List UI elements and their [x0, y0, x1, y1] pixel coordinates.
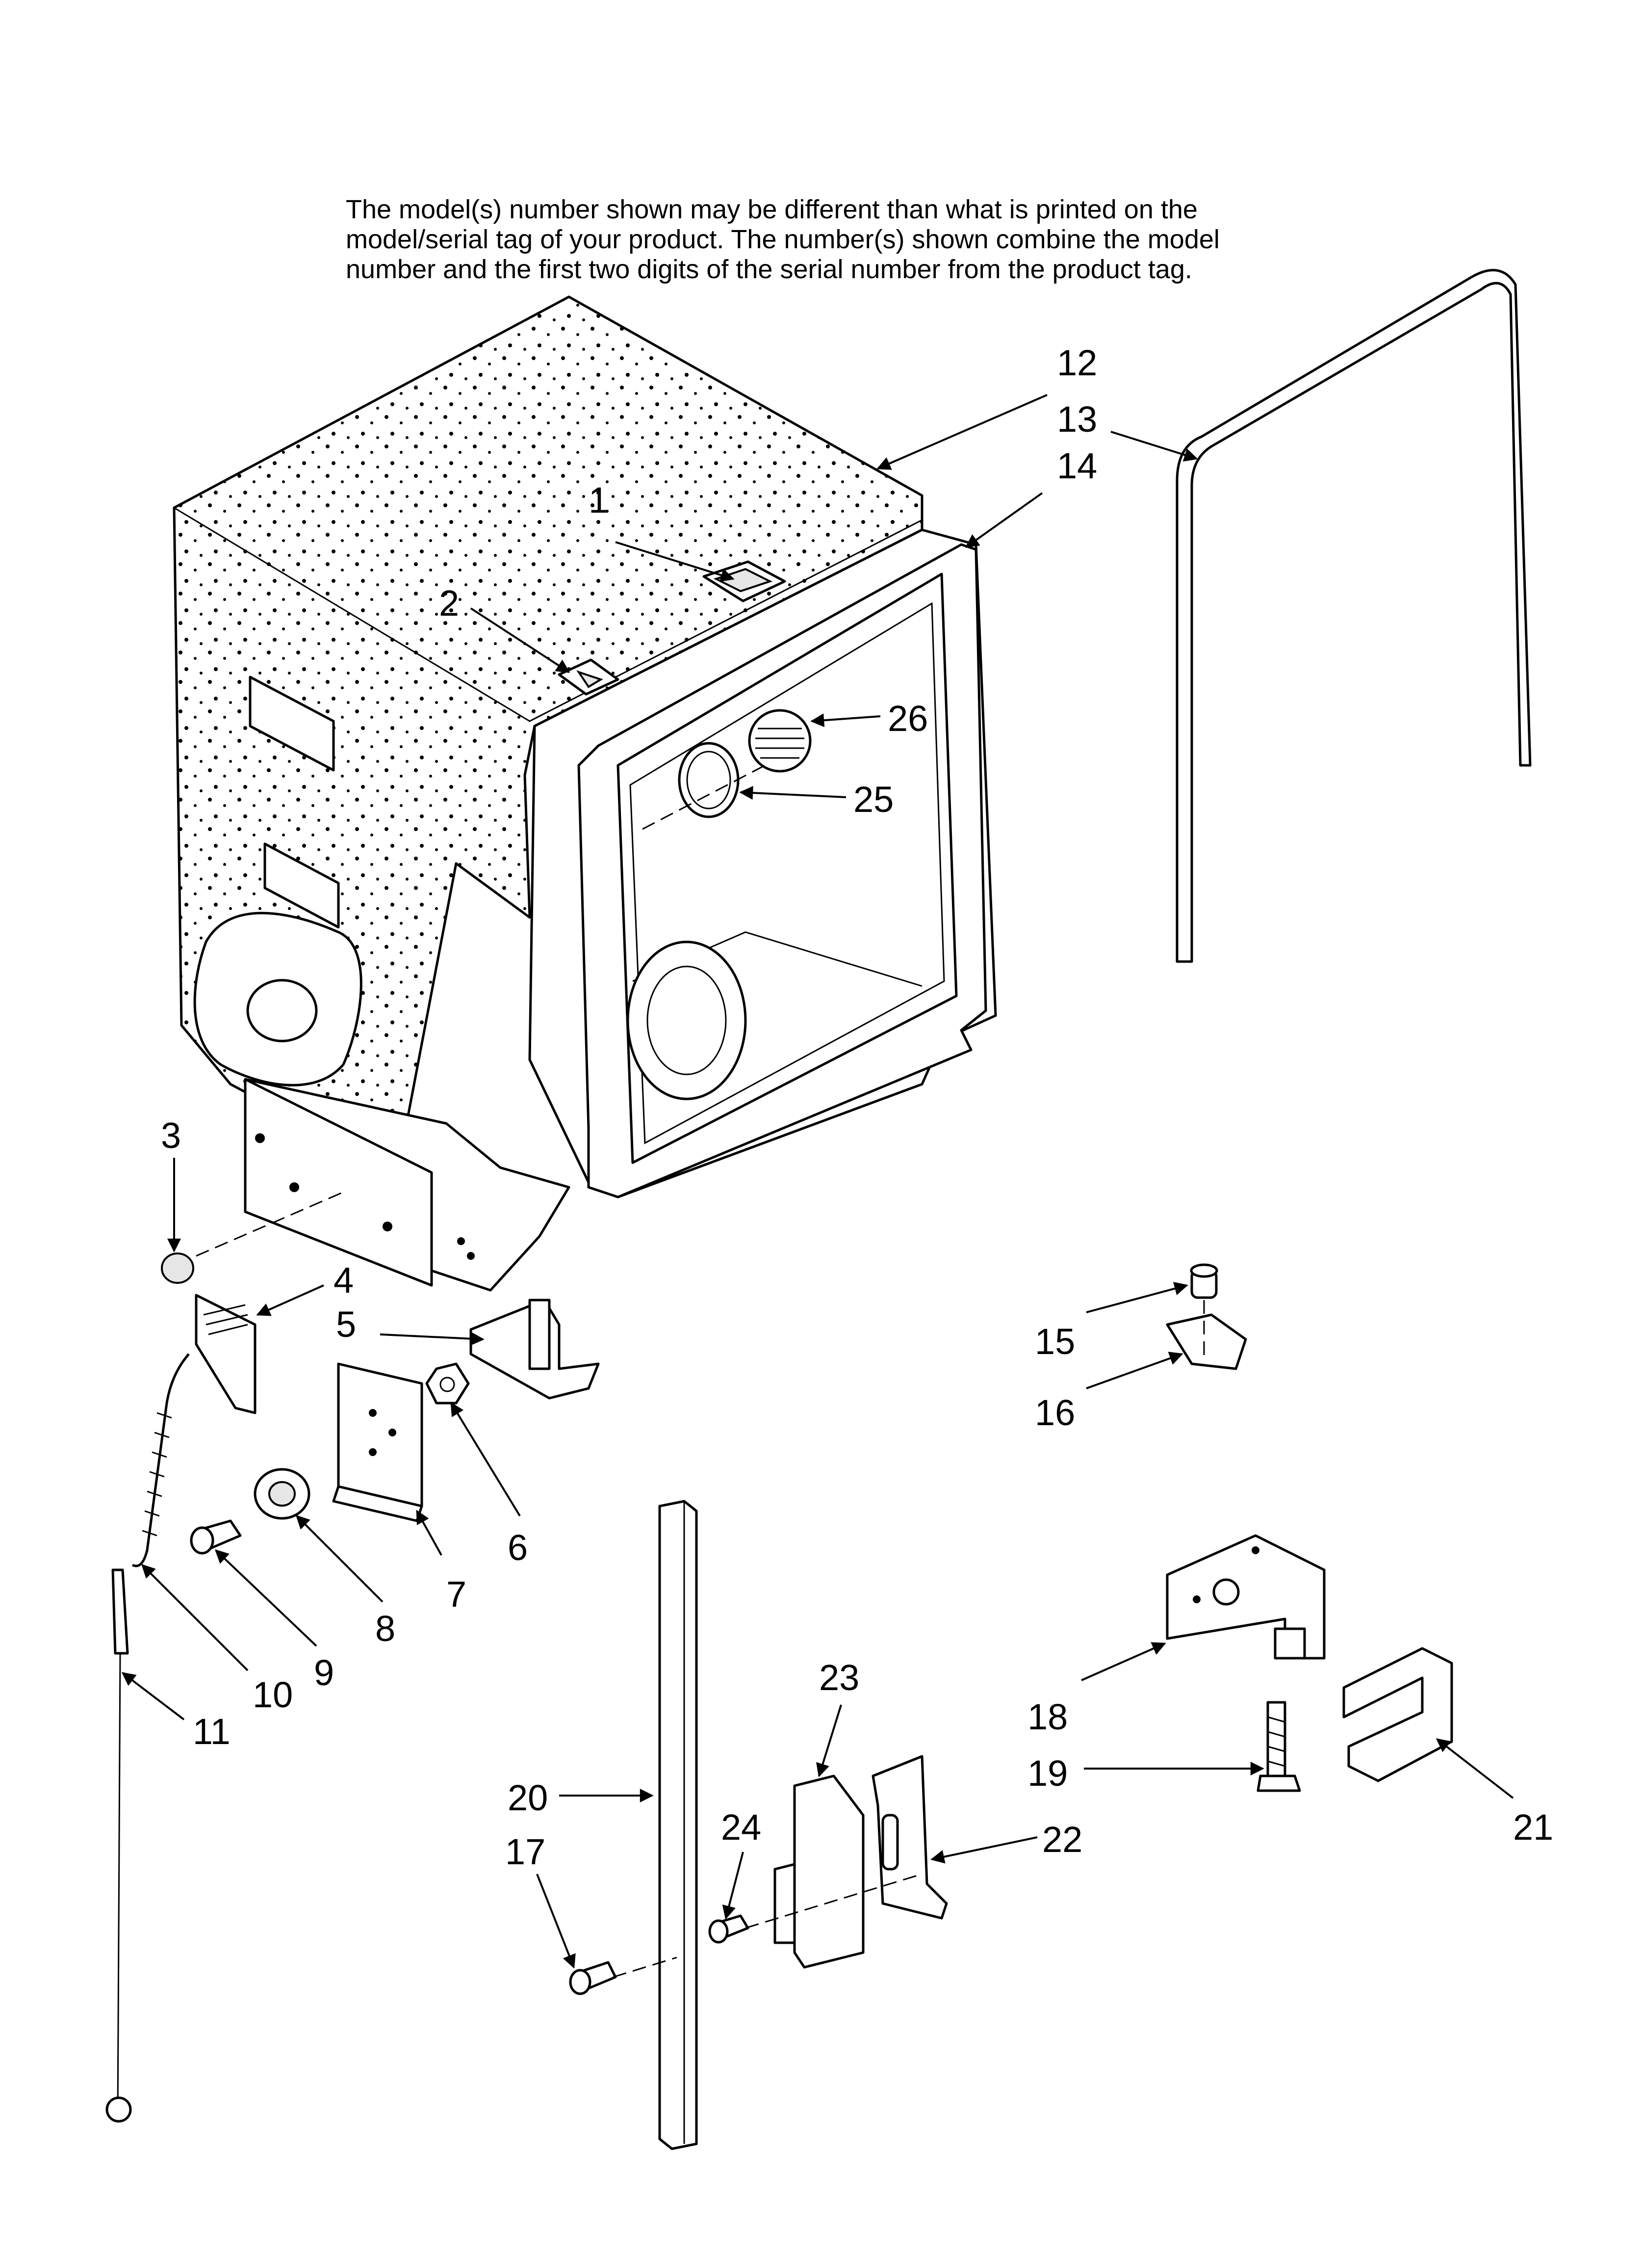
leader-lines: [121, 394, 1514, 1969]
callout-16: 16: [1035, 1392, 1075, 1433]
leader-15: [1086, 1282, 1188, 1313]
vent-grille: [748, 709, 812, 773]
plug: [161, 1252, 194, 1284]
callout-labels: 1 2 3 4 5 6 7 8 9 10 11 12 13 14 15 16 1…: [161, 342, 1553, 1872]
door-gasket: [1176, 269, 1532, 963]
callout-9: 9: [314, 1652, 334, 1693]
door-spring-assembly: [105, 1294, 257, 2123]
channel-bracket: [1342, 1647, 1453, 1782]
notice-line-3: number and the first two digits of the s…: [346, 255, 1192, 284]
callout-14: 14: [1057, 445, 1097, 486]
insulation-blanket: [173, 295, 924, 1174]
spring-link: [111, 1568, 129, 1655]
callout-19: 19: [1027, 1753, 1068, 1794]
callout-25: 25: [853, 779, 894, 820]
notice-line-1: The model(s) number shown may be differe…: [346, 195, 1198, 224]
leader-18: [1081, 1642, 1166, 1681]
callout-6: 6: [508, 1527, 528, 1568]
callout-13: 13: [1057, 399, 1097, 440]
leader-6: [450, 1402, 521, 1517]
bumper-clip: [1166, 1313, 1247, 1370]
leader-2: [470, 607, 570, 673]
tub-base-left: [244, 1078, 433, 1287]
spray-arm-mount: [626, 940, 747, 1100]
callout-20: 20: [508, 1777, 548, 1818]
leader-22: [930, 1836, 1038, 1864]
callout-5: 5: [336, 1304, 356, 1345]
callout-10: 10: [253, 1674, 293, 1715]
callout-17: 17: [505, 1831, 545, 1872]
leader-21: [1436, 1738, 1514, 1799]
callout-18: 18: [1027, 1696, 1068, 1737]
side-mount-bracket: [872, 1755, 948, 1920]
door-cable: [117, 1653, 121, 2120]
model-notice: The model(s) number shown may be differe…: [346, 195, 1220, 284]
leader-14: [965, 492, 1043, 548]
leader-24: [722, 1851, 744, 1920]
callout-24: 24: [721, 1807, 761, 1848]
callout-15: 15: [1035, 1321, 1075, 1362]
vent-axis: [642, 764, 766, 830]
callout-7: 7: [446, 1574, 466, 1615]
leader-23: [816, 1704, 842, 1777]
callout-12: 12: [1057, 342, 1097, 383]
callout-3: 3: [161, 1115, 181, 1156]
leader-4: [256, 1284, 324, 1316]
side-trim-strip: [658, 1500, 698, 2150]
leader-7: [416, 1510, 442, 1556]
mounting-plate: [337, 1362, 423, 1508]
side-mount-block: [793, 1774, 865, 1969]
callout-21: 21: [1513, 1807, 1553, 1848]
leader-8: [296, 1515, 384, 1603]
notice-line-2: model/serial tag of your product. The nu…: [346, 225, 1220, 254]
hex-nut: [425, 1362, 470, 1405]
callout-4: 4: [334, 1260, 354, 1301]
callout-11: 11: [193, 1711, 231, 1752]
leader-9: [214, 1549, 317, 1647]
leader-5: [380, 1331, 485, 1346]
leader-11: [121, 1672, 185, 1721]
callout-26: 26: [888, 698, 928, 739]
drain-hole: [246, 979, 318, 1043]
door-spring: [131, 1353, 190, 1567]
leveling-assembly: [1166, 1534, 1326, 1792]
spring-bracket: [195, 1294, 257, 1414]
callout-1: 1: [589, 480, 609, 521]
blanket-fold: [174, 507, 923, 722]
leader-16: [1086, 1352, 1183, 1389]
callout-2: 2: [439, 583, 459, 624]
latch-bumper-assembly: [1166, 1263, 1247, 1370]
leader-10: [141, 1564, 249, 1671]
leader-25: [739, 786, 847, 800]
leader-17: [536, 1874, 576, 1969]
blanket-slot-lower: [263, 842, 340, 929]
leader-1: [615, 541, 735, 582]
tub-assembly: [173, 295, 997, 1292]
callout-8: 8: [375, 1608, 395, 1649]
callout-23: 23: [819, 1657, 859, 1698]
callout-22: 22: [1042, 1819, 1082, 1860]
hinge-slot: [528, 1299, 551, 1370]
blanket-slot-upper: [249, 676, 335, 772]
leader-13: [1110, 431, 1198, 462]
leader-26: [810, 713, 881, 728]
leader-12: [876, 394, 1048, 470]
